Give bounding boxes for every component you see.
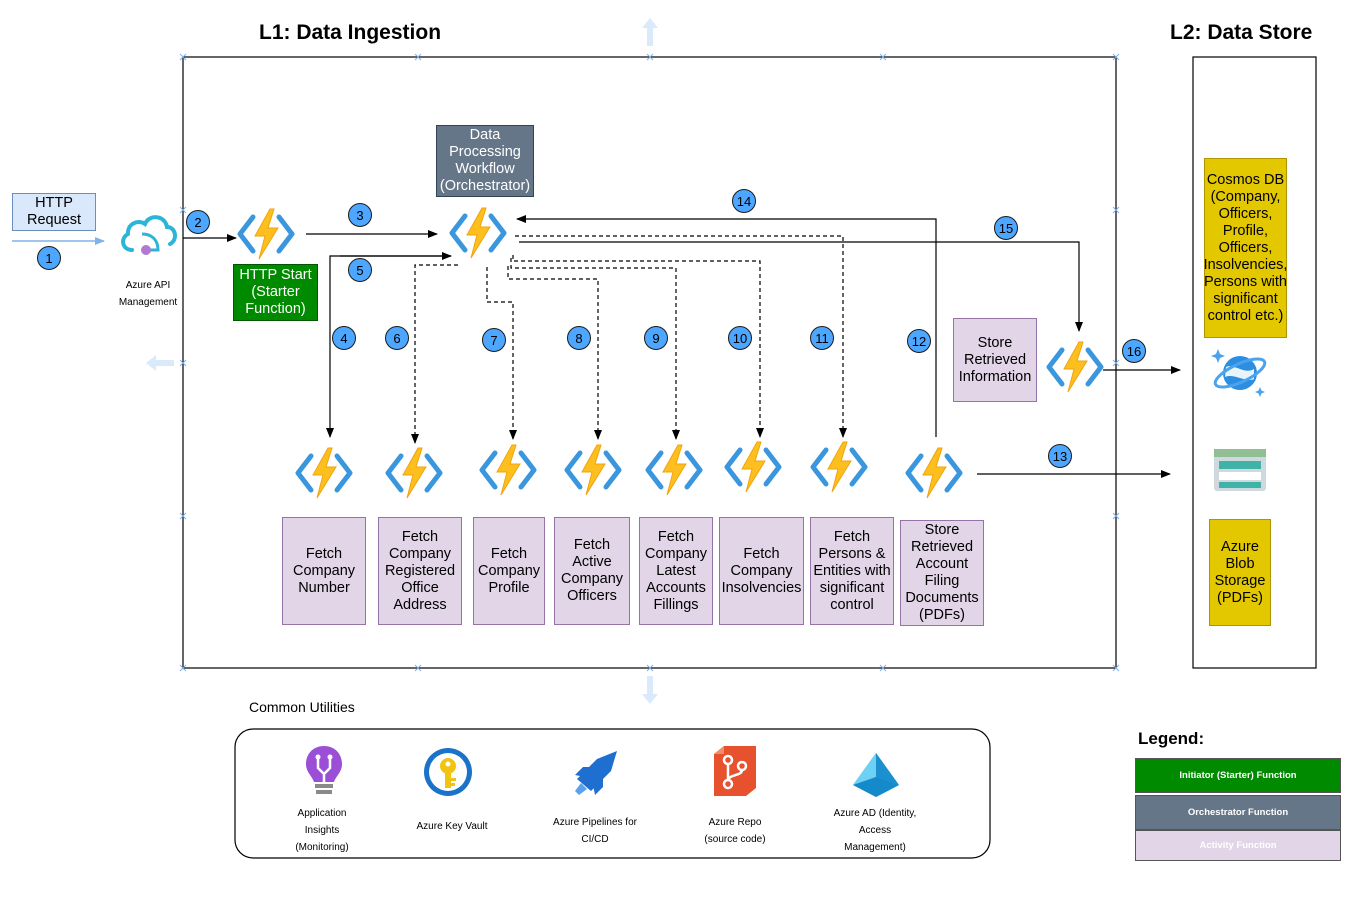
activity-fetch-insolvencies: Fetch Company Insolvencies — [719, 517, 804, 625]
step-badge: 3 — [348, 203, 372, 227]
apim-label: Azure API Management — [118, 280, 178, 308]
activity-function-icon — [295, 446, 353, 505]
http-request-box: HTTP Request — [12, 193, 96, 231]
step-badge: 2 — [186, 210, 210, 234]
application-insights-label: Application Insights (Monitoring) — [295, 808, 349, 853]
activity-fetch-latest-accounts: Fetch Company Latest Accounts Fillings — [639, 517, 713, 625]
l2-frame — [1192, 56, 1317, 669]
azure-pipelines-label: Azure Pipelines for CI/CD — [553, 817, 637, 845]
activity-function-icon — [479, 443, 537, 502]
step-badge: 10 — [728, 326, 752, 350]
step-badge: 8 — [567, 326, 591, 350]
activity-fetch-company-profile: Fetch Company Profile — [473, 517, 545, 625]
starter-label: HTTP Start (Starter Function) — [233, 264, 318, 321]
activity-fetch-active-officers: Fetch Active Company Officers — [554, 517, 630, 625]
step-badge: 16 — [1122, 339, 1146, 363]
activity-function-icon — [810, 440, 868, 499]
activity-store-filing-documents: Store Retrieved Account Filing Documents… — [900, 520, 984, 626]
legend-item-activity: Activity Function — [1135, 830, 1341, 861]
step-badge: 13 — [1048, 444, 1072, 468]
step-badge: 14 — [732, 189, 756, 213]
key-vault-icon — [422, 746, 474, 803]
cosmos-db-label: Cosmos DB (Company, Officers, Profile, O… — [1204, 158, 1287, 338]
legend-item-starter: Initiator (Starter) Function — [1135, 758, 1341, 793]
azure-repo-label: Azure Repo (source code) — [704, 817, 766, 845]
store-function-icon — [1046, 340, 1104, 399]
step-badge: 6 — [385, 326, 409, 350]
azure-ad-icon — [851, 751, 901, 804]
api-management-icon — [118, 210, 180, 267]
step-badge: 5 — [348, 258, 372, 282]
cosmos-db-icon — [1210, 345, 1270, 402]
orchestrator-function-icon — [449, 206, 507, 265]
step-badge: 12 — [907, 329, 931, 353]
legend-item-orchestrator: Orchestrator Function — [1135, 795, 1341, 830]
activity-function-icon — [564, 443, 622, 502]
step-badge: 9 — [644, 326, 668, 350]
azure-pipelines-icon — [573, 749, 623, 802]
activity-function-icon — [385, 446, 443, 505]
activity-fetch-company-number: Fetch Company Number — [282, 517, 366, 625]
activity-function-icon — [724, 440, 782, 499]
blob-storage-label: Azure Blob Storage (PDFs) — [1209, 519, 1271, 626]
key-vault-label: Azure Key Vault — [416, 821, 488, 832]
l2-title: L2: Data Store — [1170, 21, 1313, 44]
azure-ad-label: Azure AD (Identity, Access Management) — [833, 808, 917, 853]
store-info-label: Store Retrieved Information — [953, 318, 1037, 402]
step-badge: 15 — [994, 216, 1018, 240]
starter-function-icon — [237, 207, 295, 266]
step-badge: 1 — [37, 246, 61, 270]
legend-title: Legend: — [1138, 729, 1205, 748]
activity-function-icon — [905, 446, 963, 505]
utilities-frame — [234, 728, 991, 859]
activity-function-icon — [645, 443, 703, 502]
azure-repo-icon — [712, 746, 758, 801]
orchestrator-label: Data Processing Workflow (Orchestrator) — [436, 125, 534, 197]
activity-fetch-persons-significant-control: Fetch Persons & Entities with significan… — [810, 517, 894, 625]
blob-storage-icon — [1213, 448, 1267, 497]
frame-handles — [179, 53, 1120, 672]
step-badge: 4 — [332, 326, 356, 350]
step-badge: 11 — [810, 326, 834, 350]
activity-fetch-registered-office: Fetch Company Registered Office Address — [378, 517, 462, 625]
l1-title: L1: Data Ingestion — [259, 21, 442, 44]
step-badge: 7 — [482, 328, 506, 352]
hint-arrows — [146, 18, 658, 704]
application-insights-icon — [303, 744, 345, 805]
utilities-title: Common Utilities — [249, 699, 355, 715]
